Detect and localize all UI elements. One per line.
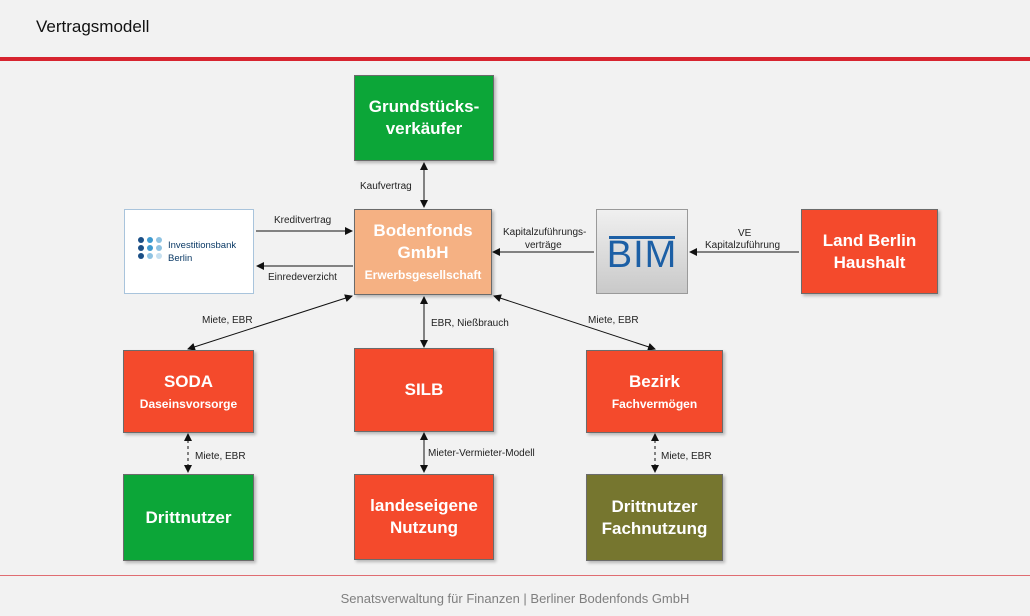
connector-bezirk	[493, 294, 656, 351]
label-kapitalzufuehrung-1: Kapitalzuführungs-	[503, 227, 587, 238]
box-bodenfonds-sub: Erwerbsgesellschaft	[364, 268, 482, 282]
label-miete-ebr-soda: Miete, EBR	[195, 451, 246, 462]
ibb-line1: Investitionsbank	[168, 240, 237, 251]
box-bodenfonds-line1: Bodenfonds	[373, 221, 473, 240]
label-miete-ebr-bezirk: Miete, EBR	[661, 451, 712, 462]
box-land-berlin-line1: Land Berlin	[822, 230, 917, 250]
box-bodenfonds: Bodenfonds GmbH Erwerbsgesellschaft	[354, 209, 492, 295]
box-silb: SILB	[354, 348, 494, 432]
box-landeseigene-line2: Nutzung	[390, 518, 458, 537]
box-drittnutzer: Drittnutzer	[123, 474, 254, 561]
box-soda-sub: Daseinsvorsorge	[139, 396, 238, 411]
box-land-berlin: Land Berlin Haushalt	[801, 209, 938, 294]
box-landeseigene-nutzung: landeseigene Nutzung	[354, 474, 494, 560]
label-ve: VE	[738, 228, 752, 239]
box-bezirk-title: Bezirk	[628, 371, 681, 391]
ibb-dots-icon	[138, 237, 162, 259]
box-bodenfonds-line2: GmbH	[397, 243, 449, 262]
box-landeseigene-line1: landeseigene	[370, 496, 478, 515]
box-drittnutzer-fach-line2: Fachnutzung	[601, 518, 708, 538]
ibb-logo: Investitionsbank Berlin	[124, 209, 254, 294]
label-einredeverzicht: Einredeverzicht	[268, 272, 337, 283]
box-drittnutzer-fach-line1: Drittnutzer	[611, 496, 698, 516]
box-grundstuecksverkaeufer-line1: Grundstücks-	[368, 97, 480, 116]
connector-soda	[187, 294, 353, 351]
label-miete-ebr-right: Miete, EBR	[588, 315, 639, 326]
bim-text: BIM	[606, 234, 678, 276]
label-miete-ebr-left: Miete, EBR	[202, 315, 253, 326]
page-title: Vertragsmodell	[36, 17, 150, 36]
footer-text: Senatsverwaltung für Finanzen | Berliner…	[340, 591, 690, 606]
label-mieter-vermieter-modell: Mieter-Vermieter-Modell	[428, 448, 535, 459]
header-divider	[0, 57, 1030, 61]
label-kreditvertrag: Kreditvertrag	[274, 215, 332, 226]
label-kapitalzufuehrung: Kapitalzuführung	[705, 240, 781, 251]
label-kapitalzufuehrung-2: verträge	[525, 240, 562, 251]
ibb-line2: Berlin	[168, 253, 193, 264]
box-land-berlin-line2: Haushalt	[833, 252, 906, 272]
box-drittnutzer-title: Drittnutzer	[145, 507, 232, 527]
label-kaufvertrag: Kaufvertrag	[360, 181, 412, 192]
box-drittnutzer-fachnutzung: Drittnutzer Fachnutzung	[586, 474, 723, 561]
bim-bar	[609, 236, 675, 239]
box-grundstuecksverkaeufer: Grundstücks- verkäufer	[354, 75, 494, 161]
label-ebr-niessbrauch: EBR, Nießbrauch	[431, 318, 509, 329]
box-soda-title: SODA	[163, 371, 214, 391]
footer-divider	[0, 575, 1030, 576]
box-bezirk: Bezirk Fachvermögen	[586, 350, 723, 433]
box-bezirk-sub: Fachvermögen	[611, 396, 698, 411]
box-grundstuecksverkaeufer-line2: verkäufer	[385, 119, 463, 138]
bim-logo: BIM	[596, 209, 688, 294]
box-silb-title: SILB	[404, 380, 444, 399]
box-soda: SODA Daseinsvorsorge	[123, 350, 254, 433]
